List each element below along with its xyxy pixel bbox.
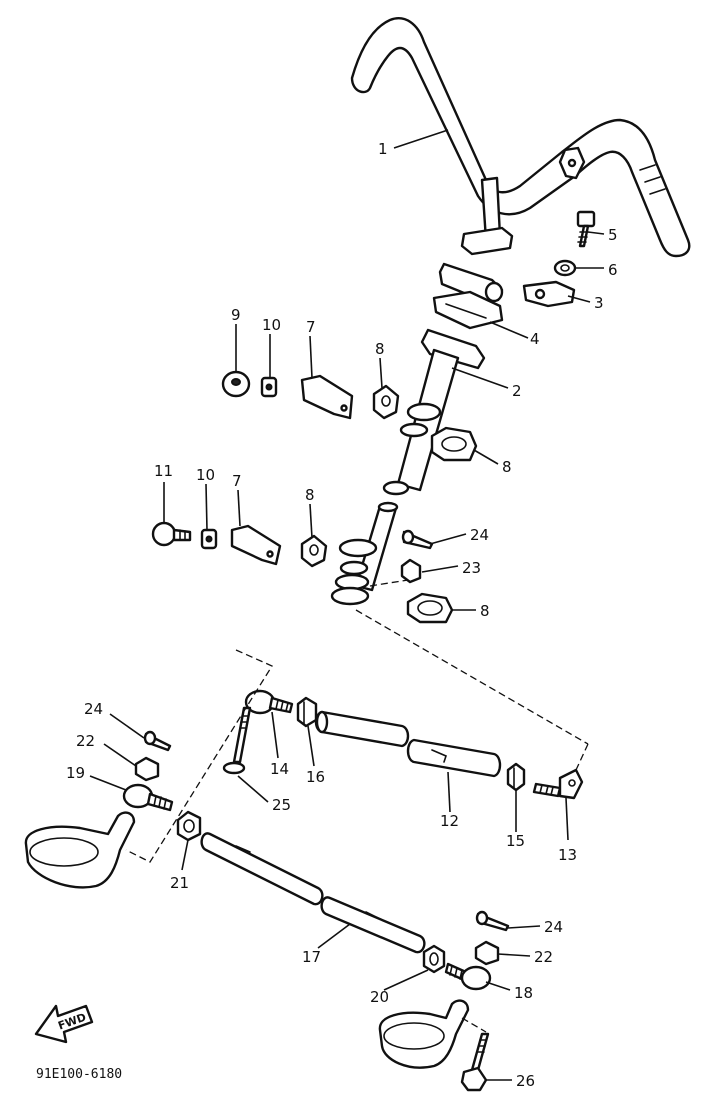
callout-1: 1	[378, 140, 388, 158]
callout-9: 9	[231, 306, 241, 324]
nut-22-right	[474, 940, 500, 966]
callout-2: 2	[512, 382, 522, 400]
callout-24-upper: 24	[470, 526, 489, 544]
knuckle-left	[24, 811, 136, 889]
pin-24-right	[475, 910, 510, 932]
locknut-16	[296, 696, 318, 728]
bushing-8-upper-left	[372, 384, 400, 420]
pin-24-upper	[401, 529, 434, 550]
pin-24-left	[143, 730, 172, 752]
fwd-arrow-icon: FWD	[34, 1004, 94, 1044]
callout-10-lower: 10	[196, 466, 215, 484]
callout-23: 23	[462, 559, 481, 577]
callout-7-upper: 7	[306, 318, 316, 336]
callout-24-right: 24	[544, 918, 563, 936]
bolt-25	[222, 706, 252, 775]
callout-8-lower-left: 8	[305, 486, 315, 504]
lower-steering-column	[330, 501, 399, 606]
bushing-8-lower-right	[406, 592, 454, 624]
callout-22-right: 22	[534, 948, 553, 966]
nut-22-left	[134, 756, 160, 782]
bushing-8-lower-left	[300, 534, 328, 568]
callout-8-lower-right: 8	[480, 602, 490, 620]
bushing-8-upper-right	[430, 426, 478, 462]
clamp-3	[522, 280, 576, 308]
assembly-lines	[125, 579, 589, 1033]
callout-13: 13	[558, 846, 577, 864]
nut-6	[553, 259, 577, 277]
callout-11: 11	[154, 462, 173, 480]
tie-rod-end-13	[532, 768, 584, 800]
callout-21: 21	[170, 874, 189, 892]
bolt-5	[576, 210, 596, 248]
diagram-code: 91E100-6180	[36, 1067, 122, 1082]
bracket-7-upper	[300, 374, 354, 420]
callout-8-upper-left: 8	[375, 340, 385, 358]
tie-rod-end-19	[122, 783, 174, 812]
callout-6: 6	[608, 261, 618, 279]
tie-rod-end-18	[444, 962, 492, 991]
callout-14: 14	[270, 760, 289, 778]
nut-23	[400, 558, 422, 584]
callout-25: 25	[272, 796, 291, 814]
bolt-11	[151, 521, 192, 547]
callout-22-left: 22	[76, 732, 95, 750]
callout-numbers: 1 2 3 4 5 6 9 10 7 8 8 11 10 7 8 24 23 8…	[66, 140, 618, 1090]
collar-9	[221, 370, 251, 398]
tie-rod-17	[320, 896, 426, 954]
callout-10-upper: 10	[262, 316, 281, 334]
callout-18: 18	[514, 984, 533, 1002]
bolt-26	[460, 1032, 490, 1092]
washer-10-upper	[260, 376, 278, 398]
tie-rod-sleeve-lower	[200, 832, 324, 906]
callout-20: 20	[370, 988, 389, 1006]
callout-24-left: 24	[84, 700, 103, 718]
callout-19: 19	[66, 764, 85, 782]
callout-3: 3	[594, 294, 604, 312]
leader-lines	[89, 129, 605, 1081]
bracket-7-lower	[230, 524, 282, 566]
callout-8-upper-right: 8	[502, 458, 512, 476]
tie-rod-end-14	[244, 689, 294, 715]
callout-17: 17	[302, 948, 321, 966]
callout-15: 15	[506, 832, 525, 850]
callout-26: 26	[516, 1072, 535, 1090]
handlebar	[350, 17, 691, 304]
locknut-15	[506, 762, 526, 792]
tie-rod-12	[406, 738, 502, 778]
holder-4	[432, 290, 504, 330]
locknut-20	[422, 944, 446, 974]
callout-16: 16	[306, 768, 325, 786]
tie-rod-sleeve	[314, 710, 410, 748]
locknut-21	[176, 810, 202, 842]
callout-4: 4	[530, 330, 540, 348]
callout-7-lower: 7	[232, 472, 242, 490]
callout-5: 5	[608, 226, 618, 244]
steering-column	[382, 328, 486, 496]
knuckle-right	[378, 999, 470, 1069]
callout-12: 12	[440, 812, 459, 830]
washer-10-lower	[200, 528, 218, 550]
